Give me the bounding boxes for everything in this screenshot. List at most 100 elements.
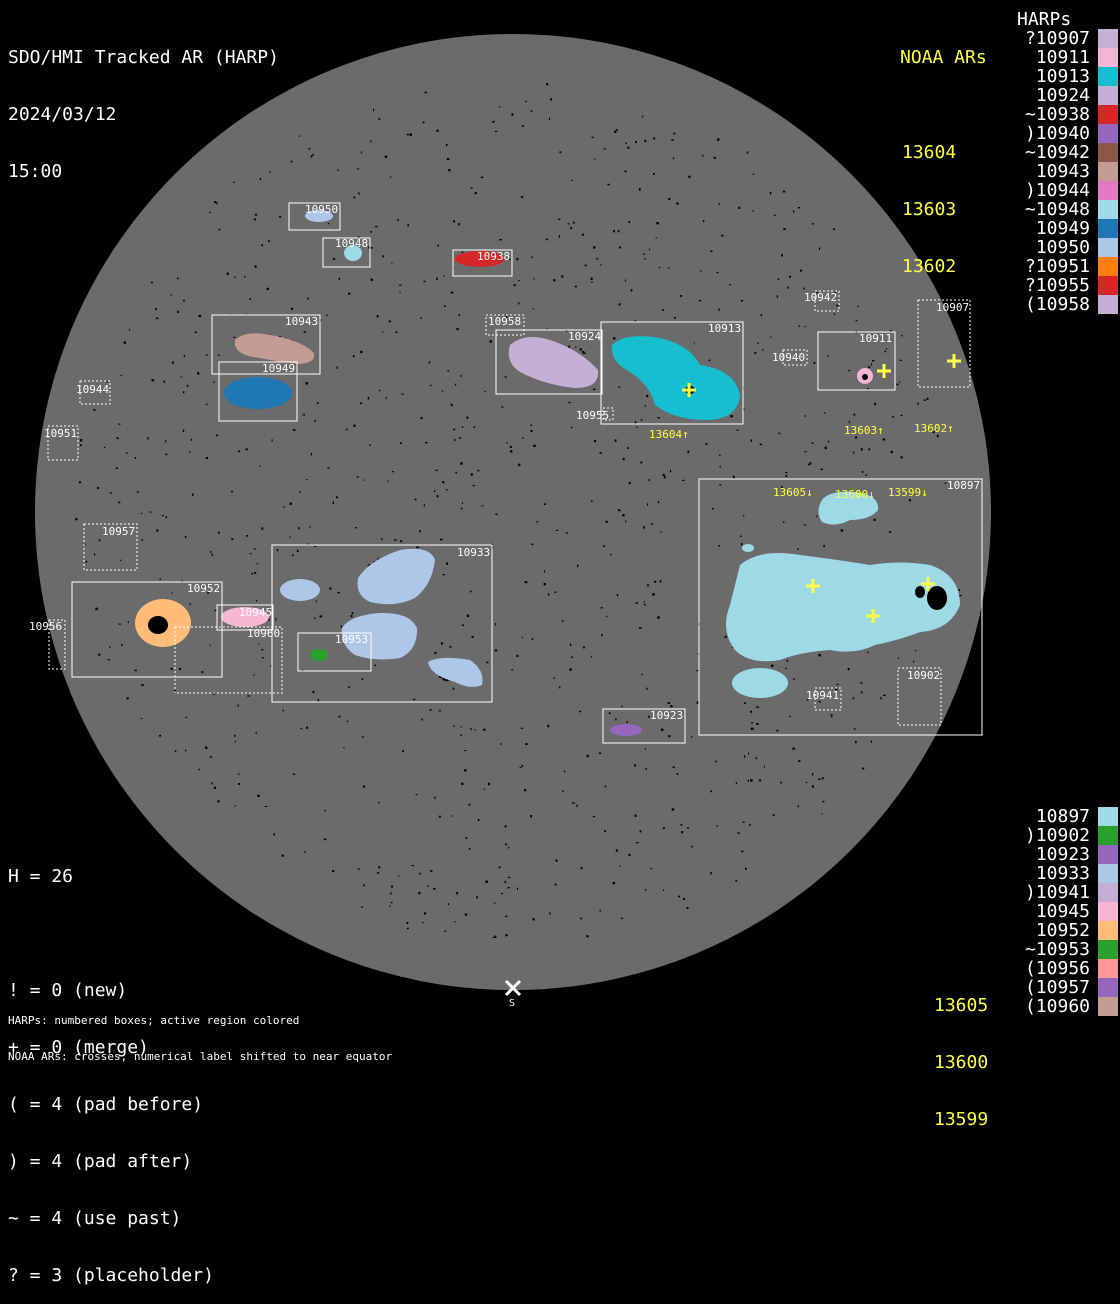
- noaa-legend-bottom: 13605 13600 13599: [934, 958, 988, 1148]
- harp-legend-row: ?10907: [1018, 28, 1118, 49]
- harp-legend-row: 10950: [1018, 237, 1118, 258]
- footer: HARPs: numbered boxes; active region col…: [8, 991, 392, 1075]
- harp-legend-row: (10957: [1018, 977, 1118, 998]
- harp-box-labels: 10950 10948 10938 10943 10949 10944 1095…: [29, 203, 980, 722]
- region-10950: [305, 210, 333, 222]
- region-10923: [610, 724, 642, 736]
- region-10933a: [280, 579, 320, 601]
- region-10924: [508, 336, 599, 388]
- harp-legend-label: ?10907: [1024, 28, 1090, 49]
- footer-line: NOAA ARs: crosses; numerical label shift…: [8, 1050, 393, 1063]
- harp-color-swatch: [1098, 826, 1118, 845]
- harp-color-swatch: [1098, 864, 1118, 883]
- region-10949: [224, 377, 292, 409]
- ar-label: 13600↓: [835, 488, 875, 501]
- noaa-item: 13600: [934, 1052, 989, 1073]
- harp-legend-label: )10940: [1024, 123, 1090, 144]
- box-label: 10911: [859, 332, 892, 345]
- harp-color-swatch: [1098, 48, 1118, 67]
- box-label: 10958: [488, 315, 521, 328]
- harp-color-swatch: [1098, 883, 1118, 902]
- harp-legend-row: ~10942: [1018, 142, 1118, 163]
- harp-legend-label: ?10951: [1024, 256, 1090, 277]
- harp-legend-label: 10923: [1035, 844, 1090, 865]
- ar-label: 13602↑: [914, 422, 954, 435]
- harp-legend-label: 10945: [1035, 901, 1090, 922]
- harp-legend-row: 10945: [1018, 901, 1118, 922]
- box-label: 10949: [262, 362, 295, 375]
- harp-legend-label: (10957: [1024, 977, 1090, 998]
- stat-h: H = 26: [8, 866, 74, 887]
- region-10943: [235, 333, 315, 364]
- region-10913: [611, 336, 740, 420]
- harp-legend-row: ?10951: [1018, 256, 1118, 277]
- noaa-item: 13603: [902, 199, 957, 220]
- harp-legend-label: )10944: [1024, 180, 1090, 201]
- box-label: 10942: [804, 291, 837, 304]
- harp-legend-row: )10941: [1018, 882, 1118, 903]
- box-label: 10913: [708, 322, 741, 335]
- noaa-title: NOAA ARs: [900, 47, 987, 68]
- ar-label: 13605↓: [773, 486, 813, 499]
- region-10897c: [732, 668, 788, 698]
- harp-legend-row: ~10938: [1018, 104, 1118, 125]
- harp-legend-label: ?10955: [1024, 275, 1090, 296]
- harp-legend-label: ~10938: [1024, 104, 1090, 125]
- harp-legend-row: 10911: [1018, 47, 1118, 68]
- noaa-crosses: [682, 354, 961, 623]
- box-label: 10907: [936, 301, 969, 314]
- harp-legend-label: )10941: [1024, 882, 1090, 903]
- harp-legend-label: 10897: [1035, 806, 1090, 827]
- box-label: 10948: [335, 237, 368, 250]
- noaa-legend-top: NOAA ARs 13604 13603 13602: [900, 10, 987, 333]
- noaa-item: 13599: [934, 1109, 989, 1130]
- box-label: 10956: [29, 620, 62, 633]
- harp-color-swatch: [1098, 86, 1118, 105]
- south-label: S: [509, 998, 515, 1009]
- box-label: 10960: [247, 627, 280, 640]
- region-10948: [344, 245, 362, 261]
- box-label: 10955: [576, 409, 609, 422]
- stat-use-past: ~ = 4 (use past): [8, 1208, 182, 1229]
- solar-disk-map: 10950 10948 10938 10943 10949 10944 1095…: [29, 34, 991, 1009]
- harp-color-swatch: [1098, 200, 1118, 219]
- harp-legend-row: (10956: [1018, 958, 1118, 979]
- header: SDO/HMI Tracked AR (HARP) 2024/03/12 15:…: [8, 10, 279, 200]
- south-pole-marker: S: [504, 979, 522, 1009]
- box-label: 10940: [772, 351, 805, 364]
- box-label: 10923: [650, 709, 683, 722]
- harp-color-swatch: [1098, 902, 1118, 921]
- stat-pad-before: ( = 4 (pad before): [8, 1094, 204, 1115]
- harp-legend-label: 10943: [1035, 161, 1090, 182]
- harp-color-swatch: [1098, 940, 1118, 959]
- harp-color-swatch: [1098, 276, 1118, 295]
- box-label: 10938: [477, 250, 510, 263]
- harp-color-swatch: [1098, 162, 1118, 181]
- box-label: 10957: [102, 525, 135, 538]
- map-title: SDO/HMI Tracked AR (HARP): [8, 47, 279, 68]
- harp-legend-row: 10933: [1018, 863, 1118, 884]
- box-label: 10902: [907, 669, 940, 682]
- box-label: 10943: [285, 315, 318, 328]
- harps-title: HARPs: [1017, 9, 1072, 30]
- harp-legend-row: 10913: [1018, 66, 1118, 87]
- harp-color-swatch: [1098, 997, 1118, 1016]
- harp-legend-row: (10960: [1018, 996, 1118, 1017]
- harp-boxes-dotted: [47, 290, 971, 726]
- harp-legend-label: ~10948: [1024, 199, 1090, 220]
- region-10945: [221, 607, 269, 627]
- harp-legend-row: (10958: [1018, 294, 1118, 315]
- region-10953: [310, 649, 328, 661]
- solar-disk: [35, 34, 991, 990]
- box-label: 10924: [568, 330, 601, 343]
- harp-legend-label: 10911: [1035, 47, 1090, 68]
- harp-color-swatch: [1098, 921, 1118, 940]
- active-regions: [135, 210, 960, 736]
- box-label: 10897: [947, 479, 980, 492]
- region-10938: [455, 251, 505, 267]
- harp-legend-label: (10958: [1024, 294, 1090, 315]
- box-label: 10950: [305, 203, 338, 216]
- region-10897b: [726, 552, 960, 662]
- map-time: 15:00: [8, 161, 63, 182]
